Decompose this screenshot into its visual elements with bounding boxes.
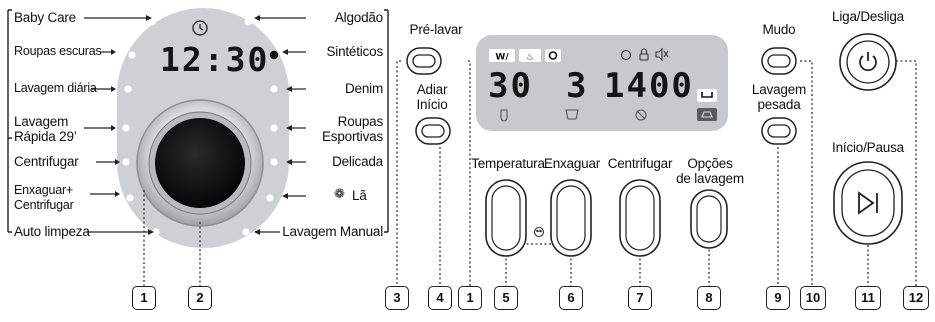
start-pause-label: Início/Pausa [832,140,904,155]
display-status-icons [620,47,669,62]
display-top-icons: W/ ♨ [489,49,561,63]
timer-icon [192,20,208,36]
callout-7: 7 [628,286,652,310]
program-rinse-spin-line2: Centrifugar [14,198,74,212]
display-bottom-icons [500,109,647,122]
right-bracket [384,9,389,233]
program-rinse-spin-line1: Enxaguar+ [14,183,74,197]
wash-options-button[interactable] [691,190,727,248]
program-baby-care: Baby Care [14,10,76,25]
callout-12: 12 [903,286,929,310]
callout-11: 11 [855,286,881,310]
left-leaders [84,17,150,233]
prewash-button[interactable] [407,48,441,74]
dial-selected-dot [269,50,279,60]
left-bracket [7,9,12,233]
temperature-button-shape [485,179,527,257]
spin-label: Centrifugar [607,156,673,171]
display-rinse-value: 3 [566,66,589,106]
mute-button-shape [761,47,797,75]
options-label-line2: de lavagem [676,171,744,186]
rinse-button-shape [550,179,592,257]
program-self-clean: Auto limpeza [14,224,90,239]
spin-button[interactable] [620,180,660,256]
program-cotton: Algodão [334,10,383,25]
callout-1-display: 1 [458,286,482,310]
svg-text:W/: W/ [495,53,509,63]
dial-knob [155,118,245,208]
delay-label-line1: Adiar [416,82,448,97]
power-label: Liga/Desliga [832,9,904,24]
program-sportswear-line2: Esportivas [321,129,383,144]
svg-text:♨: ♨ [526,53,534,63]
display-spin-value: 1400 [604,66,694,106]
callout-8: 8 [697,286,721,310]
left-arrowheads [111,15,154,235]
mute-label: Mudo [762,22,796,37]
program-daily-wash: Lavagem diária [14,81,97,95]
dial-clock-display: 12:30 [160,40,270,79]
callout-1-dial: 1 [132,286,156,310]
dial-left-dots [122,18,160,236]
display-temperature-value: 30 [488,66,533,106]
program-hand-wash: Lavagem Manual [282,224,383,239]
program-delicate: Delicada [332,154,383,169]
delay-start-button[interactable] [416,118,450,144]
temperature-button[interactable] [486,180,526,256]
mute-button[interactable] [762,48,796,74]
rinse-label: Enxaguar [543,156,601,171]
child-lock-icon [533,226,545,238]
callout-3: 3 [385,286,409,310]
spin-button-shape [619,179,661,257]
start-pause-button-shape [833,161,903,245]
program-dial-knob[interactable] [155,118,245,208]
heavy-label-line1: Lavagem [751,82,807,97]
temperature-label: Temperatura [471,156,545,171]
delay-label-line2: Início [416,97,448,112]
start-pause-button[interactable] [834,162,902,244]
callout-lines [143,60,917,286]
program-wool: Lã [352,188,367,203]
program-quick-wash-line2: Rápida 29’ [14,129,77,144]
callout-5: 5 [494,286,518,310]
callout-4: 4 [428,286,452,310]
options-button-shape [690,189,728,249]
callout-6: 6 [559,286,583,310]
heavy-button-shape [761,117,797,145]
rinse-button[interactable] [551,180,591,256]
wool-icon: ❁ [334,186,345,201]
right-leaders [258,17,306,233]
callout-2-knob: 2 [188,286,212,310]
heavy-label-line2: pesada [757,97,801,112]
program-quick-wash-line1: Lavagem [14,114,69,129]
callout-9: 9 [766,286,790,310]
delay-button-shape [415,117,451,145]
callout-10: 10 [800,286,826,310]
program-dark-clothes: Roupas escuras [14,44,102,58]
prewash-button-shape [406,47,442,75]
program-denim: Denim [344,81,383,96]
display-right-indicators [697,89,717,121]
dial-right-dots [242,18,278,236]
power-button[interactable] [840,34,896,90]
right-arrowheads [254,15,292,235]
program-synthetics: Sintéticos [326,44,383,59]
options-label-line1: Opções [687,156,733,171]
heavy-wash-button[interactable] [762,118,796,144]
program-spin: Centrifugar [14,154,79,169]
program-sportswear-line1: Roupas [337,114,384,129]
prewash-label: Pré-lavar [409,22,463,37]
power-button-shape [839,33,897,91]
